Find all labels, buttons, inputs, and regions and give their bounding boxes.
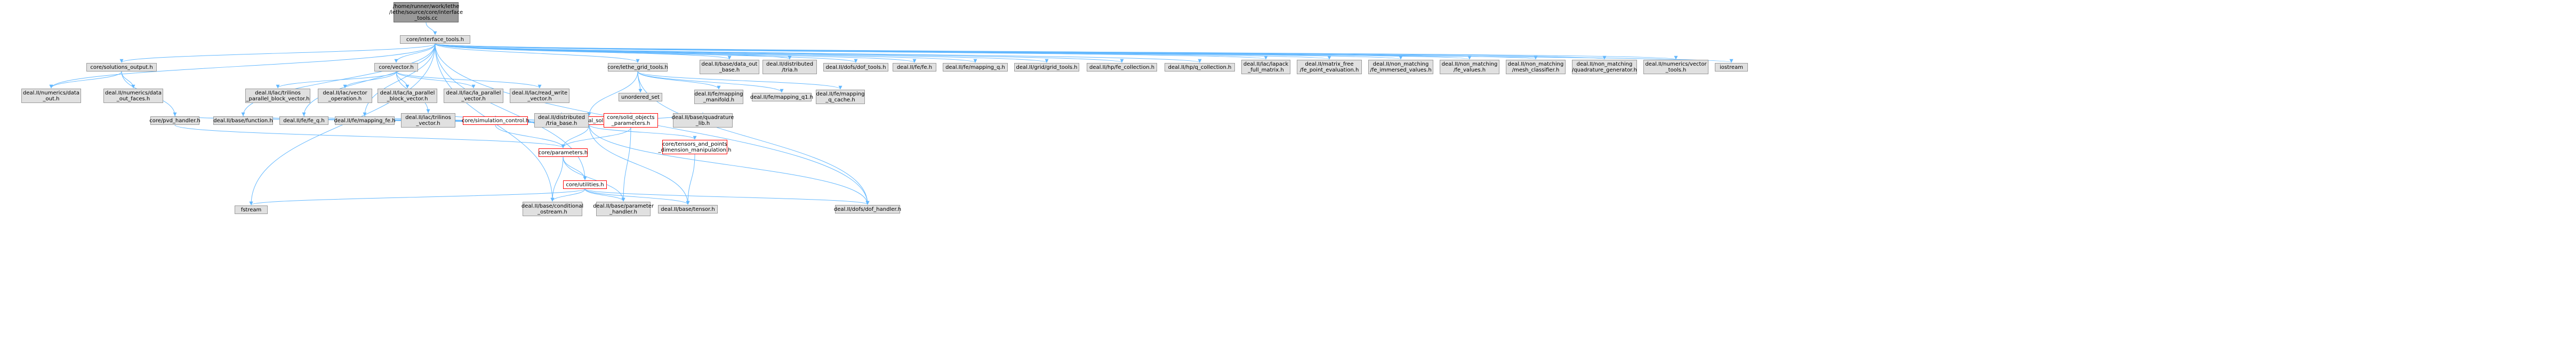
edge-vector-to-lac_la_parallel_vector — [396, 71, 476, 89]
node-lac-trilinos-parallel-block-vector[interactable]: deal.II/lac/trilinos _parallel_block_vec… — [245, 89, 310, 103]
edge-interface_tools-to-lethe_grid_tools — [435, 43, 640, 63]
node-fe-mapping-q1[interactable]: deal.II/fe/mapping_q1.h — [750, 93, 813, 101]
edge-serial_solid-to-dofs_dof_handler — [589, 124, 870, 205]
edge-interface_tools-to-iostream — [435, 43, 1733, 63]
node-matrix-free-fe-point-evaluation[interactable]: deal.II/matrix_free /fe_point_evaluation… — [1297, 60, 1362, 74]
node-base-function[interactable]: deal.II/base/function.h — [213, 116, 273, 125]
edge-parameters-to-base_parameter_handler — [563, 156, 625, 202]
edge-solutions_output-to-numerics_data_out — [49, 71, 122, 89]
node-base-quadrature-lib[interactable]: deal.II/base/quadrature _lib.h — [672, 113, 734, 128]
node-simulation-control[interactable]: core/simulation_control.h — [462, 116, 529, 125]
node-numerics-data-out-faces[interactable]: deal.II/numerics/data _out_faces.h — [103, 89, 163, 103]
node-fe-mapping-fe[interactable]: deal.II/fe/mapping_fe.h — [334, 116, 396, 125]
node-lac-read-write-vector[interactable]: deal.II/lac/read_write _vector.h — [510, 89, 569, 103]
node-fe-mapping-q[interactable]: deal.II/fe/mapping_q.h — [943, 63, 1008, 72]
node-numerics-vector-tools[interactable]: deal.II/numerics/vector _tools.h — [1643, 60, 1708, 74]
node-base-conditional-ostream[interactable]: deal.II/base/conditional _ostream.h — [521, 202, 583, 216]
node-root-source-file: /home/runner/work/lethe /lethe/source/co… — [389, 2, 463, 22]
edge-interface_tools-to-numerics_vector_tools — [435, 43, 1678, 60]
node-fe-mapping-manifold[interactable]: deal.II/fe/mapping _manifold.h — [694, 90, 743, 104]
edge-solid_objects_parameters-to-base_parameter_handler — [621, 127, 631, 202]
edge-vector-to-lac_read_write — [396, 71, 542, 89]
edge-interface_tools-to-hp_q_collection — [435, 43, 1201, 63]
node-tensors-and-points-dimension-manipulation[interactable]: core/tensors_and_points _dimension_manip… — [658, 140, 732, 154]
node-lethe-grid-tools[interactable]: core/lethe_grid_tools.h — [607, 63, 668, 72]
edge-interface_tools-to-numerics_data_out — [49, 43, 436, 89]
edge-interface_tools-to-fe_fe — [435, 43, 917, 63]
node-base-data-out-base[interactable]: deal.II/base/data_out _base.h — [700, 60, 759, 74]
node-lac-la-parallel-vector[interactable]: deal.II/lac/la_parallel _vector.h — [444, 89, 503, 103]
node-vector[interactable]: core/vector.h — [374, 63, 418, 72]
edge-pvd_handler-to-parameters — [174, 124, 565, 148]
node-distributed-tria-base[interactable]: deal.II/distributed /tria_base.h — [534, 113, 589, 128]
edge-root-to-interface_tools — [426, 22, 437, 35]
node-non-matching-quadrature-generator[interactable]: deal.II/non_matching /quadrature_generat… — [1572, 60, 1637, 74]
node-non-matching-mesh-classifier[interactable]: deal.II/non_matching /mesh_classifier.h — [1506, 60, 1566, 74]
node-base-parameter-handler[interactable]: deal.II/base/parameter _handler.h — [593, 202, 654, 216]
edge-tensors_and_points-to-base_tensor — [686, 154, 695, 205]
node-iostream[interactable]: iostream — [1715, 63, 1748, 72]
edge-utilities-to-base_conditional_ostream — [550, 188, 585, 202]
edge-utilities-to-base_parameter_handler — [584, 188, 625, 202]
edge-solid_objects_parameters-to-parameters — [561, 127, 631, 148]
edge-serial_solid-to-base_tensor — [589, 124, 690, 205]
node-parameters[interactable]: core/parameters.h — [539, 148, 588, 157]
node-base-tensor[interactable]: deal.II/base/tensor.h — [658, 205, 718, 213]
node-hp-fe-collection[interactable]: deal.II/hp/fe_collection.h — [1087, 63, 1157, 72]
edge-vector-to-lac_vector_operation — [343, 71, 397, 89]
edge-lethe_grid_tools-to-fe_mapping_q_cache — [637, 71, 842, 90]
edge-interface_tools-to-vector — [394, 43, 436, 63]
node-non-matching-fe-immersed-values[interactable]: deal.II/non_matching /fe_immersed_values… — [1368, 60, 1433, 74]
node-unordered-set[interactable]: unordered_set — [619, 93, 662, 101]
edge-parameters-to-base_conditional_ostream — [550, 156, 564, 202]
edge-vector-to-lac_trilinos_parallel_block — [276, 71, 397, 89]
node-dofs-dof-handler[interactable]: deal.II/dofs/dof_handler.h — [834, 205, 901, 213]
edge-simulation_control-to-parameters — [495, 124, 565, 148]
node-fe-fe[interactable]: deal.II/fe/fe.h — [893, 63, 936, 72]
node-fstream[interactable]: fstream — [235, 205, 268, 214]
node-non-matching-fe-values[interactable]: deal.II/non_matching /fe_values.h — [1440, 60, 1499, 74]
node-pvd-handler[interactable]: core/pvd_handler.h — [149, 116, 200, 125]
node-fe-mapping-q-cache[interactable]: deal.II/fe/mapping _q_cache.h — [816, 90, 865, 104]
node-lac-la-parallel-block-vector[interactable]: deal.II/lac/la_parallel _block_vector.h — [378, 89, 437, 103]
edge-utilities-to-fstream — [249, 188, 585, 205]
edge-utilities-to-base_tensor — [584, 188, 690, 205]
edge-interface_tools-to-fe_mapping_fe — [363, 43, 436, 116]
node-numerics-data-out[interactable]: deal.II/numerics/data _out.h — [21, 89, 81, 103]
node-distributed-tria[interactable]: deal.II/distributed /tria.h — [763, 60, 817, 74]
node-dofs-dof-tools[interactable]: deal.II/dofs/dof_tools.h — [823, 63, 888, 72]
node-solid-objects-parameters[interactable]: core/solid_objects _parameters.h — [604, 113, 658, 128]
node-utilities[interactable]: core/utilities.h — [563, 180, 607, 189]
node-lac-trilinos-vector[interactable]: deal.II/lac/trilinos _vector.h — [401, 113, 455, 128]
node-grid-grid-tools[interactable]: deal.II/grid/grid_tools.h — [1014, 63, 1079, 72]
node-hp-q-collection[interactable]: deal.II/hp/q_collection.h — [1165, 63, 1235, 72]
edge-interface_tools-to-solutions_output — [119, 43, 436, 63]
edge-interface_tools-to-fe_fe_q — [302, 43, 436, 116]
edge-interface_tools-to-utilities — [435, 43, 587, 180]
node-lac-lapack-full-matrix[interactable]: deal.II/lac/lapack _full_matrix.h — [1241, 60, 1290, 74]
edge-parameters-to-utilities — [563, 156, 587, 180]
node-interface-tools[interactable]: core/interface_tools.h — [400, 35, 470, 44]
edge-utilities-to-dofs_dof_handler — [584, 188, 870, 205]
edge-lethe_grid_tools-to-serial_solid — [587, 71, 638, 116]
edge-serial_solid-to-tensors_and_points — [589, 124, 697, 140]
node-solutions-output[interactable]: core/solutions_output.h — [86, 63, 157, 72]
edge-lethe_grid_tools-to-fe_mapping_q1 — [637, 71, 784, 93]
node-fe-fe-q[interactable]: deal.II/fe/fe_q.h — [279, 116, 328, 125]
node-lac-vector-operation[interactable]: deal.II/lac/vector _operation.h — [318, 89, 372, 103]
